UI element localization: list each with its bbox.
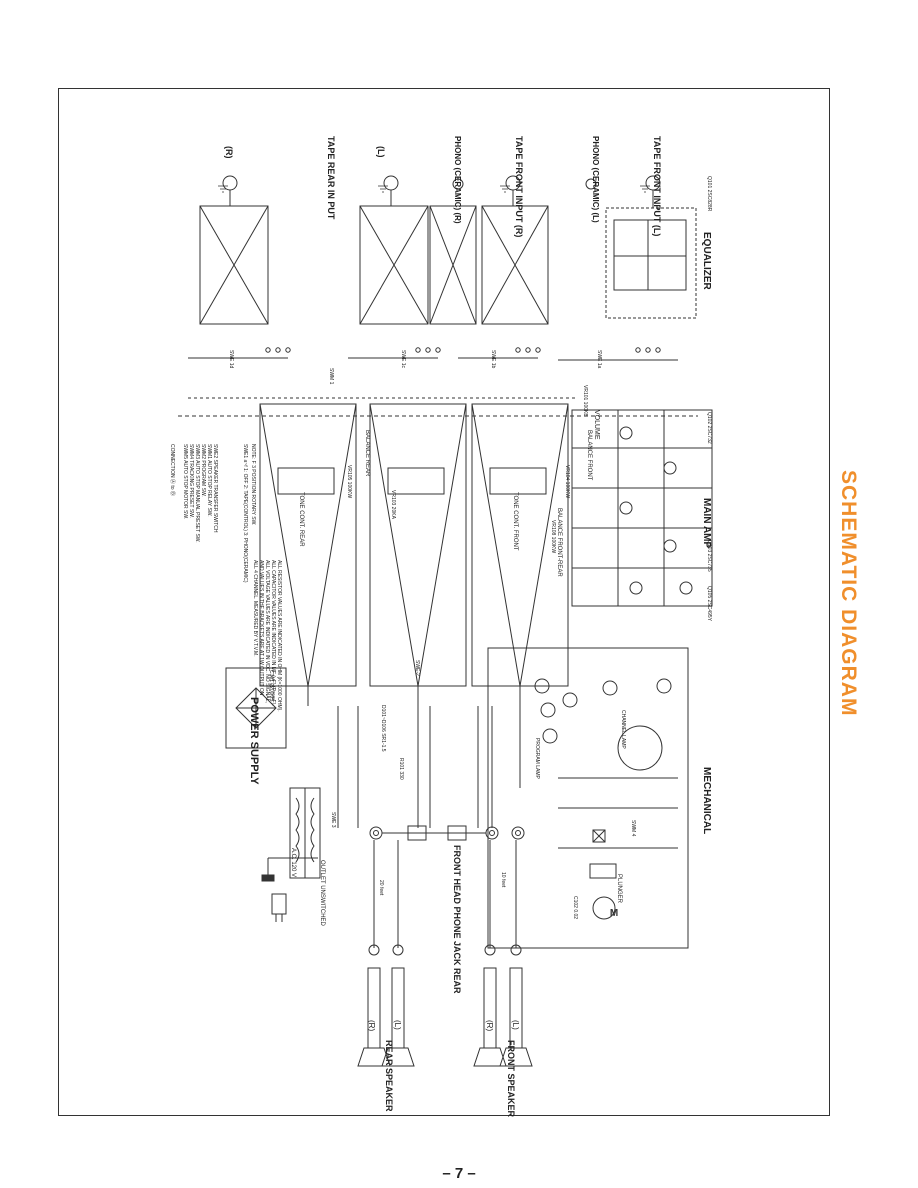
label-vr105: VR105 100KW [346, 465, 352, 499]
label-r101: R101 330 [398, 758, 404, 780]
note-connection: CONNECTION Ⓐ to Ⓑ [169, 444, 175, 496]
input-label-l: (L) [376, 146, 386, 158]
label-d101: D101~D106 SR1-1.5 [380, 705, 386, 752]
label-q102: Q102 2SC732 [706, 412, 712, 444]
out-rl: (L) [393, 1020, 402, 1030]
section-label-power-supply: POWER SUPPLY [248, 697, 260, 785]
note-swm2: SWM2 PROGRAM SW. [200, 444, 206, 497]
amp-block-tape-front-r [481, 205, 549, 325]
input-label-tape-front-r: TAPE FRONT INPUT (R) [514, 136, 524, 238]
label-swe1a: SWE 1a [596, 350, 602, 369]
label-q103: Q103 2SC735 [706, 540, 712, 572]
note-values2: ALL CAPACITOR VALUES ARE INDICATED IN MF… [270, 560, 276, 706]
input-label-phono-r: PHONO (CERAMIC) (R) [453, 136, 462, 224]
note-swm4: SWM4 TRACKING PRESET SW. [188, 444, 194, 518]
label-channel-lamp: CHANNEL LAMP [620, 710, 626, 749]
label-cable-20ft: 20 feet [378, 880, 384, 896]
label-balance-front-rear: BALANCE FRONT-REAR [556, 508, 562, 577]
note-values1: ALL RESISTOR VALUES ARE INDICATED IN OHM… [276, 560, 282, 712]
label-swe1c: SWE 1c [400, 350, 406, 369]
label-swe1b: SWE 1b [490, 350, 496, 369]
out-fl: (L) [511, 1020, 520, 1030]
note-swm3: SWM3 AUTO STOP MANUAL PRESET SW. [194, 444, 200, 543]
note-head: NOTE: F 3 POSITION ROTARY SW. [250, 444, 256, 526]
motor-symbol: M [610, 908, 618, 919]
label-cable-10ft: 10 feet [500, 872, 506, 888]
schematic-title-text: SCHEMATIC DIAGRAM [837, 470, 860, 717]
label-swe2: SWE-2 [414, 660, 420, 676]
note-values3: ALL VOLTAGE VALUES ARE INDICATED IN VDC.… [264, 560, 270, 703]
output-label-rear-speaker: REAR SPEAKER [384, 1040, 394, 1112]
label-swe3: SWE 3 [330, 812, 336, 828]
ac-input-label: A.C. 120 V [290, 848, 296, 878]
label-plunger: PLUNGER [616, 874, 622, 904]
label-swm4: SWM 4 [630, 820, 636, 837]
output-label-front-speaker: FRONT SPEAKER [506, 1040, 516, 1118]
note-swm1: SWM1 AUTO STOP RELAY SW. [206, 444, 212, 517]
label-volume: VOLUME [593, 410, 600, 440]
schematic-title: SCHEMATIC DIAGRAM [837, 470, 860, 770]
input-label-tape-front-l: TAPE FRONT INPUT (L) [652, 136, 662, 237]
diagram-frame [58, 88, 830, 1116]
input-label-r: (R) [224, 146, 234, 159]
note-swe2: SWE2 SPEAKER TRANSFER SWITCH [212, 444, 218, 533]
note-swe1: SWE1 a~f 1: OFF 2: TAPE(CONTROL) 3: PHON… [242, 444, 248, 583]
note-swm5: SWM5 AUTO STOP MOTOR SW. [182, 444, 188, 520]
outlet-label: OUTLET UNSWITCHED [319, 860, 325, 926]
label-q105: Q105 2SC495Y [706, 586, 712, 622]
note-values5: ALL 4 CHANNEL. MEASURED BY V.T.V.M. [252, 560, 258, 657]
page-number: – 7 – [442, 1165, 476, 1182]
label-balance-rear: BALANCE REAR [364, 430, 370, 477]
label-vr101: VR101 100KB [582, 385, 588, 417]
amp-block-rear-r [199, 205, 269, 325]
section-label-mechanical: MECHANICAL [701, 767, 712, 835]
label-swe1d: SWE 1d [228, 350, 234, 369]
label-tone-rear: TONE CONT. REAR [298, 492, 304, 547]
input-label-phono-l: PHONO (CERAMIC) (L) [591, 136, 600, 223]
label-vr108: VR108 100KW [550, 520, 556, 554]
label-balance-front: BALANCE FRONT [586, 430, 592, 481]
label-swm1: SWM 1 [328, 368, 334, 385]
output-label-headphone: FRONT HEAD PHONE JACK REAR [452, 845, 462, 994]
amp-block-rear-l [359, 205, 429, 325]
label-vr104: VR104 100KW [564, 465, 570, 499]
schematic-drawing: M [178, 175, 713, 1067]
out-fr: (R) [485, 1020, 494, 1032]
amp-block-phono-r [429, 205, 477, 325]
label-program-lamp: PROGRAM LAMP [534, 738, 540, 779]
input-label-tape-rear: TAPE REAR IN PUT [326, 136, 336, 220]
note-values4: AND VALUES IN THE BRACKETS ARE AT 1W OUT… [258, 560, 264, 696]
label-tone-front: TONE CONT. FRONT [512, 492, 518, 551]
section-label-equalizer: EQUALIZER [701, 232, 712, 290]
tone-block-middle [369, 403, 467, 687]
out-rr: (R) [367, 1020, 376, 1032]
label-vr103: VR103 20KA [390, 490, 396, 519]
label-q101: Q101 2SC828R [706, 176, 712, 212]
label-c102: C102 0.02 [572, 896, 578, 920]
